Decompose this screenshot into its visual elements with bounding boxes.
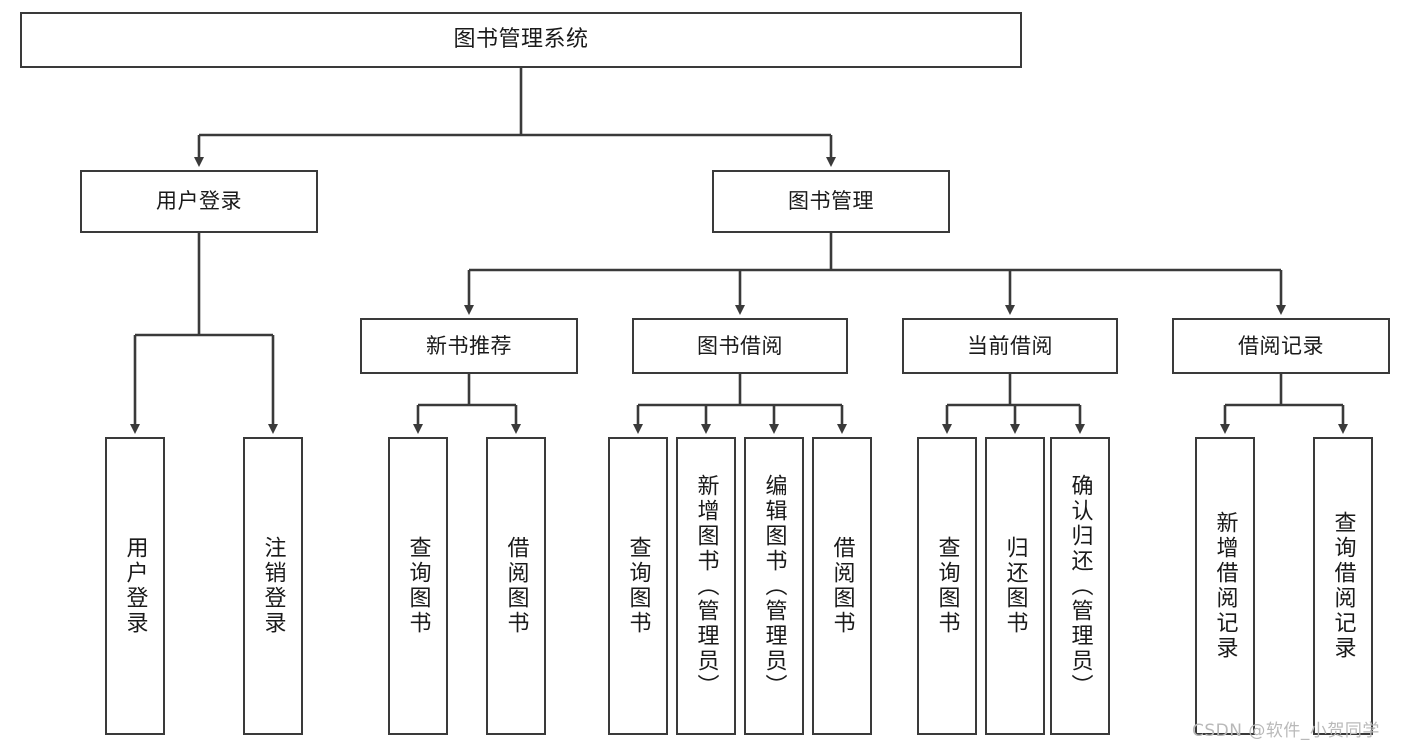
node-user-login[interactable]: 用户登录 [80, 170, 318, 233]
node-book-manage[interactable]: 图书管理 [712, 170, 950, 233]
node-leaf-add-book[interactable]: 新增图书（管理员） [676, 437, 736, 735]
node-leaf-return-book[interactable]: 归还图书 [985, 437, 1045, 735]
node-leaf-logout-login[interactable]: 注销登录 [243, 437, 303, 735]
node-book-borrow[interactable]: 图书借阅 [632, 318, 848, 374]
node-label: 借阅图书 [829, 536, 855, 636]
node-leaf-query-book-1[interactable]: 查询图书 [388, 437, 448, 735]
node-label: 图书借阅 [697, 333, 783, 358]
node-label: 确认归还（管理员） [1067, 473, 1093, 699]
node-label: 归还图书 [1002, 536, 1028, 636]
csdn-watermark: CSDN @软件_小贺同学 [1192, 721, 1380, 741]
node-leaf-query-book-2[interactable]: 查询图书 [608, 437, 668, 735]
node-leaf-borrow-book-1[interactable]: 借阅图书 [486, 437, 546, 735]
node-label: 用户登录 [122, 536, 148, 636]
node-label: 编辑图书（管理员） [761, 473, 787, 699]
node-leaf-query-record[interactable]: 查询借阅记录 [1313, 437, 1373, 735]
node-label: 查询借阅记录 [1330, 511, 1356, 661]
node-label: 注销登录 [260, 536, 286, 636]
node-leaf-add-record[interactable]: 新增借阅记录 [1195, 437, 1255, 735]
node-leaf-borrow-book-2[interactable]: 借阅图书 [812, 437, 872, 735]
node-label: 查询图书 [625, 536, 651, 636]
node-borrow-record[interactable]: 借阅记录 [1172, 318, 1390, 374]
node-label: 图书管理 [788, 189, 874, 214]
node-label: 借阅图书 [503, 536, 529, 636]
node-leaf-user-login[interactable]: 用户登录 [105, 437, 165, 735]
node-label: 新书推荐 [426, 333, 512, 358]
node-current-borrow[interactable]: 当前借阅 [902, 318, 1118, 374]
node-label: 用户登录 [156, 189, 242, 214]
node-label: 新增借阅记录 [1212, 511, 1238, 661]
node-leaf-query-book-3[interactable]: 查询图书 [917, 437, 977, 735]
node-label: 查询图书 [405, 536, 431, 636]
node-new-book-recommend[interactable]: 新书推荐 [360, 318, 578, 374]
node-label: 借阅记录 [1238, 333, 1324, 358]
node-leaf-confirm-return[interactable]: 确认归还（管理员） [1050, 437, 1110, 735]
node-label: 查询图书 [934, 536, 960, 636]
node-root-图书管理系统[interactable]: 图书管理系统 [20, 12, 1022, 68]
node-label: 当前借阅 [967, 333, 1053, 358]
node-label: 新增图书（管理员） [693, 473, 719, 699]
node-label: 图书管理系统 [453, 27, 589, 53]
node-leaf-edit-book[interactable]: 编辑图书（管理员） [744, 437, 804, 735]
